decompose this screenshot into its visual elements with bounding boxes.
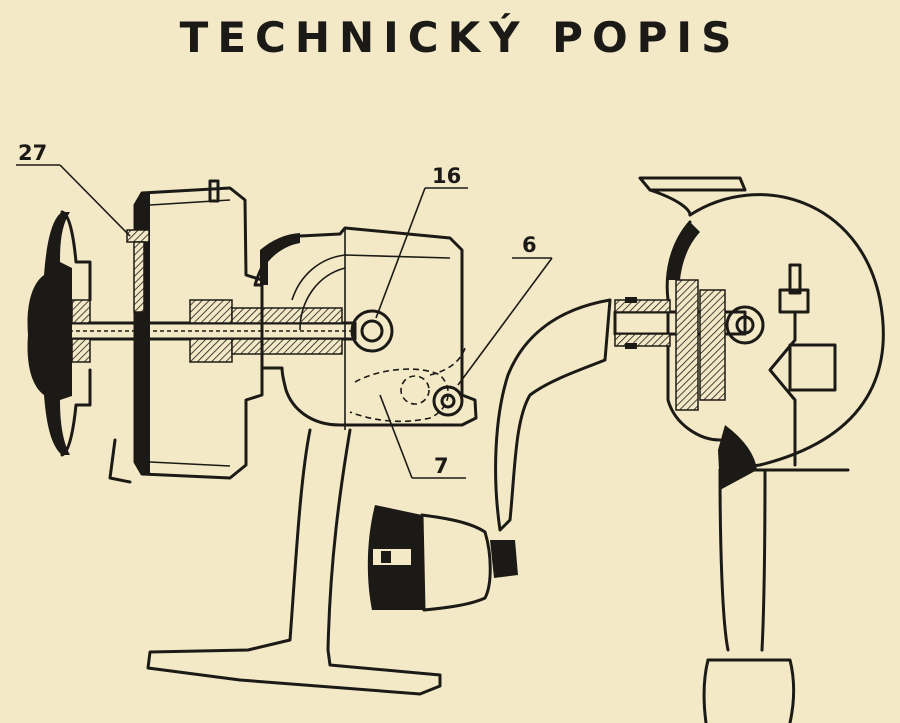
- nut-6: [432, 385, 464, 417]
- callout-7: 7: [379, 394, 466, 479]
- nut-16: [350, 309, 394, 353]
- reel-foot: [146, 428, 442, 696]
- handle-knob: [367, 505, 492, 612]
- callout-6: 6: [457, 233, 553, 386]
- reel-side-view: [613, 176, 885, 723]
- callout-7-label: 7: [434, 454, 449, 478]
- reel-cross-section: [27, 179, 478, 484]
- callout-16: 16: [375, 164, 468, 319]
- callout-16-label: 16: [432, 164, 461, 188]
- handle-arm: [494, 298, 612, 532]
- drag-knob: [27, 212, 72, 455]
- callout-27: 27: [16, 141, 131, 237]
- spool-pin: [208, 179, 220, 203]
- gear-outline-7: [349, 368, 449, 423]
- rotor-circle: [688, 193, 885, 472]
- callout-6-label: 6: [522, 233, 537, 257]
- callout-27-label: 27: [18, 141, 47, 165]
- diagram-title: TECHNICKÝ POPIS: [180, 12, 741, 62]
- spool: [133, 186, 264, 480]
